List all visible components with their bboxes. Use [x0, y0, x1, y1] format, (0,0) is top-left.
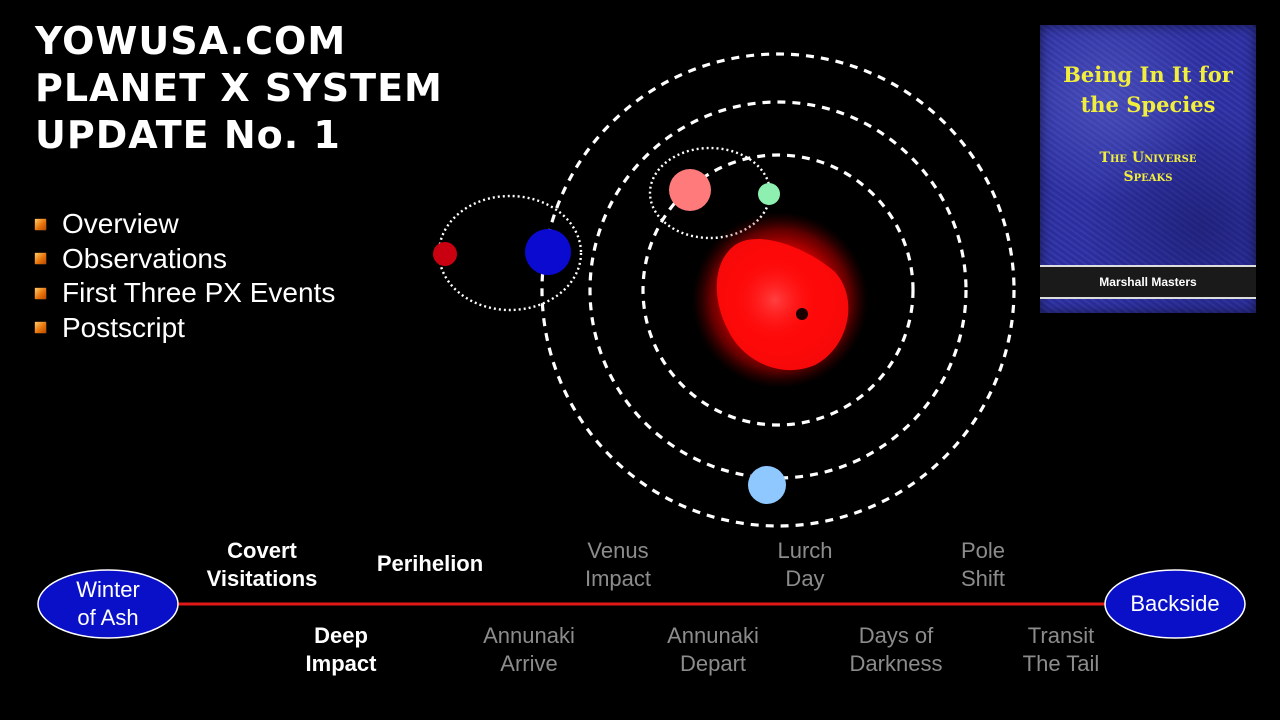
- timeline-start-label: Winter of Ash: [76, 576, 140, 632]
- book-cover[interactable]: Being In It for the Species The Universe…: [1040, 25, 1256, 313]
- timeline-start-node[interactable]: [37, 569, 179, 639]
- bullet-icon: [35, 253, 46, 265]
- orbit-rings: [540, 52, 1016, 528]
- event-days-of-darkness: Days of Darkness: [850, 622, 943, 678]
- orbit-ring-middle: [588, 100, 968, 480]
- event-line2: Impact: [305, 651, 377, 676]
- event-line1: Pole: [960, 538, 1006, 563]
- planet-pink: [669, 169, 711, 211]
- agenda-item-first-three-px-events[interactable]: First Three PX Events: [35, 276, 335, 311]
- event-line2: Shift: [960, 566, 1006, 591]
- event-pole-shift: Pole Shift: [961, 537, 1005, 593]
- event-line2: Impact: [584, 566, 652, 591]
- planet-green: [758, 183, 780, 205]
- event-perihelion: Perihelion: [377, 550, 483, 578]
- planet-blue: [525, 229, 571, 275]
- start-label-line2: of Ash: [77, 605, 139, 630]
- agenda-item-label: Overview: [62, 208, 179, 240]
- slide-title: YOWUSA.COM PLANET X SYSTEM UPDATE No. 1: [35, 18, 443, 159]
- event-line1: Days of: [858, 623, 934, 648]
- book-subtitle-line1: The Universe: [1099, 150, 1197, 166]
- bullet-icon: [35, 322, 46, 334]
- planet-light-blue: [748, 466, 786, 504]
- event-annunaki-arrive: Annunaki Arrive: [483, 622, 575, 678]
- timeline-end-node[interactable]: [1104, 569, 1246, 639]
- title-line-site: YOWUSA.COM: [35, 19, 347, 63]
- event-line2: Darkness: [849, 651, 943, 676]
- agenda-item-overview[interactable]: Overview: [35, 207, 335, 242]
- event-annunaki-depart: Annunaki Depart: [667, 622, 759, 678]
- star-core: [727, 252, 823, 348]
- orbit-ring-outer: [540, 52, 1016, 528]
- timeline-end-label: Backside: [1130, 590, 1219, 618]
- agenda-item-label: Observations: [62, 242, 227, 274]
- orbit-ring-inner: [641, 153, 915, 427]
- event-line2: Depart: [679, 651, 747, 676]
- planet-x-star: [692, 212, 868, 388]
- event-line1: Venus: [587, 538, 649, 563]
- event-line2: Visitations: [206, 566, 318, 591]
- event-line2: Arrive: [500, 651, 558, 676]
- title-line-update: UPDATE No. 1: [35, 113, 341, 157]
- event-deep-impact: Deep Impact: [306, 622, 377, 678]
- event-lurch-day: Lurch Day: [777, 537, 832, 593]
- book-author: Marshall Masters: [1099, 275, 1197, 289]
- title-line-system: PLANET X SYSTEM: [35, 66, 443, 110]
- event-line1: Deep: [314, 623, 368, 648]
- event-line2: Day: [785, 566, 825, 591]
- event-venus-impact: Venus Impact: [585, 537, 651, 593]
- bullet-icon: [35, 287, 46, 299]
- agenda-list: Overview Observations First Three PX Eve…: [35, 207, 335, 345]
- book-title-line2: the Species: [1080, 92, 1216, 117]
- planet-dark-red: [433, 242, 457, 266]
- agenda-item-label: Postscript: [62, 311, 185, 343]
- event-covert-visitations: Covert Visitations: [207, 537, 318, 593]
- star-dark-spot: [796, 308, 808, 320]
- end-label: Backside: [1130, 591, 1220, 616]
- book-subtitle-line2: Speaks: [1123, 169, 1173, 185]
- book-title: Being In It for the Species: [1040, 60, 1256, 120]
- event-line1: Transit: [1027, 623, 1095, 648]
- book-subtitle: The Universe Speaks: [1040, 149, 1256, 187]
- book-title-line1: Being In It for: [1063, 62, 1233, 87]
- agenda-item-postscript[interactable]: Postscript: [35, 311, 335, 346]
- agenda-item-label: First Three PX Events: [62, 277, 336, 309]
- agenda-item-observations[interactable]: Observations: [35, 242, 335, 277]
- event-line1: Annunaki: [483, 623, 575, 648]
- bullet-icon: [35, 218, 46, 230]
- event-line1: Perihelion: [376, 551, 484, 576]
- event-transit-the-tail: Transit The Tail: [1023, 622, 1100, 678]
- event-line1: Covert: [227, 538, 297, 563]
- event-line2: The Tail: [1022, 651, 1100, 676]
- start-label-line1: Winter: [76, 577, 140, 602]
- event-line1: Lurch: [777, 538, 833, 563]
- book-author-band: Marshall Masters: [1040, 265, 1256, 299]
- event-line1: Annunaki: [667, 623, 759, 648]
